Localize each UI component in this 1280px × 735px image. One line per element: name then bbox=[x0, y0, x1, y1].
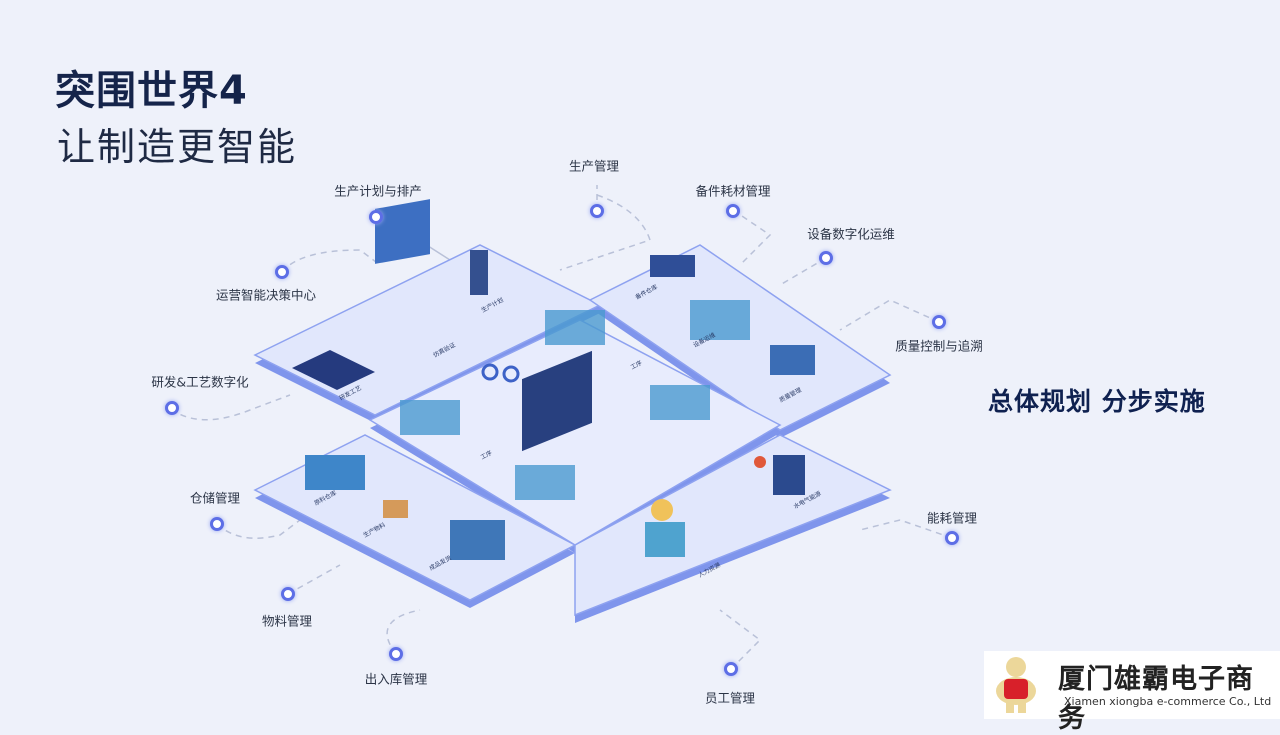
module-label-decision-center[interactable]: 运营智能决策中心 bbox=[215, 287, 317, 303]
node-dot bbox=[281, 587, 295, 601]
module-label-materials[interactable]: 物料管理 bbox=[261, 613, 313, 629]
module-label-quality[interactable]: 质量控制与追溯 bbox=[895, 338, 983, 354]
console-icon bbox=[645, 522, 685, 557]
module-label-spare-parts[interactable]: 备件耗材管理 bbox=[695, 183, 771, 199]
page-title: 突围世界4 bbox=[55, 68, 248, 114]
slogan: 总体规划 分步实施 bbox=[988, 387, 1206, 416]
scene-icons bbox=[292, 199, 815, 560]
node-dot bbox=[165, 401, 179, 415]
workstation-icon bbox=[515, 465, 575, 500]
node-dot bbox=[275, 265, 289, 279]
node-dot bbox=[932, 315, 946, 329]
platform-diagram bbox=[170, 185, 953, 670]
blueprint-icon bbox=[292, 350, 375, 390]
boxes-icon bbox=[383, 500, 408, 518]
dashboard-screen-icon bbox=[375, 199, 430, 264]
module-label-rnd[interactable]: 研发&工艺数字化 bbox=[151, 374, 249, 390]
node-dot bbox=[389, 647, 403, 661]
robot-line-icon bbox=[690, 300, 750, 340]
module-label-inout[interactable]: 出入库管理 bbox=[364, 671, 428, 687]
module-label-energy[interactable]: 能耗管理 bbox=[926, 510, 978, 526]
company-name-en: Xiamen xiongba e-commerce Co., Ltd bbox=[1064, 695, 1272, 708]
node-dot bbox=[726, 204, 740, 218]
workstation-icon bbox=[650, 385, 710, 420]
module-label-planning[interactable]: 生产计划与排产 bbox=[334, 183, 422, 199]
module-label-warehouse[interactable]: 仓储管理 bbox=[189, 490, 241, 506]
big-screen-icon bbox=[522, 350, 592, 452]
factory-icon bbox=[305, 455, 365, 490]
page-subtitle: 让制造更智能 bbox=[57, 125, 298, 169]
company-name-cn: 厦门雄霸电子商务 bbox=[1058, 664, 1254, 734]
lightbulb-icon bbox=[651, 499, 673, 521]
module-label-staff[interactable]: 员工管理 bbox=[704, 690, 756, 706]
bear-mascot-icon bbox=[996, 657, 1036, 713]
server-icon bbox=[773, 455, 805, 495]
node-dot bbox=[945, 531, 959, 545]
node-dot bbox=[590, 204, 604, 218]
gear-icon bbox=[502, 365, 520, 383]
gear-icon bbox=[481, 363, 499, 381]
workstation-icon bbox=[400, 400, 460, 435]
node-dot bbox=[210, 517, 224, 531]
module-label-equipment[interactable]: 设备数字化运维 bbox=[807, 226, 895, 242]
node-dot bbox=[724, 662, 738, 676]
node-dot bbox=[819, 251, 833, 265]
tile-energy-hr bbox=[574, 434, 892, 617]
tablet-icon bbox=[470, 250, 488, 295]
server-rack-icon bbox=[650, 255, 695, 277]
gear-icon bbox=[754, 456, 766, 468]
workstation-icon bbox=[545, 310, 605, 345]
warehouse-icon bbox=[450, 520, 505, 560]
company-logo: 厦门雄霸电子商务 Xiamen xiongba e-commerce Co., … bbox=[984, 651, 1280, 734]
node-dot bbox=[369, 210, 383, 224]
module-label-production[interactable]: 生产管理 bbox=[568, 158, 620, 174]
tile-production bbox=[368, 319, 782, 546]
quality-station-icon bbox=[770, 345, 815, 375]
